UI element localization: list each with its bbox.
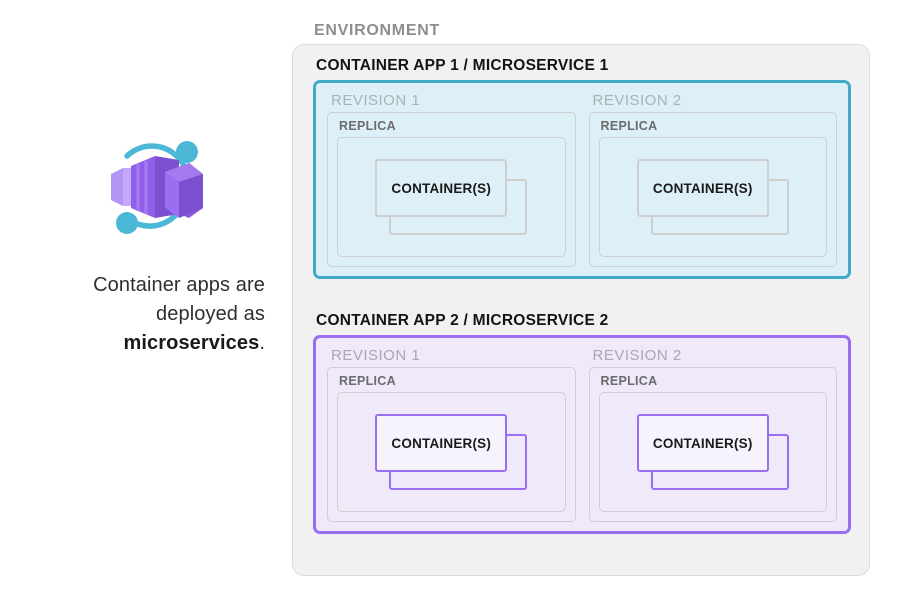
container-app-2-title: CONTAINER APP 2 / MICROSERVICE 2 (316, 312, 609, 329)
revision-list-app2: REVISION 1 REPLICA CONTAINER(S) (327, 347, 837, 522)
container-box-front: CONTAINER(S) (636, 159, 769, 217)
replica-label: REPLICA (339, 119, 396, 133)
container-app-1-title: CONTAINER APP 1 / MICROSERVICE 1 (316, 57, 609, 74)
revision-list-app1: REVISION 1 REPLICA CONTAINER(S) (327, 92, 837, 267)
container-label: CONTAINER(S) (391, 180, 492, 196)
environment-label: ENVIRONMENT (314, 22, 440, 39)
replica-label: REPLICA (339, 374, 396, 388)
caption-line-2: deployed as (156, 303, 265, 325)
replica-box: REPLICA CONTAINER(S) (327, 367, 576, 522)
replica-label: REPLICA (600, 374, 658, 388)
container-app-2-block: CONTAINER APP 2 / MICROSERVICE 2 REVISIO… (313, 312, 851, 534)
replica-inner-box: CONTAINER(S) (337, 392, 566, 512)
replica-inner-box: CONTAINER(S) (598, 137, 827, 257)
replica-label: REPLICA (600, 119, 658, 133)
container-app-2-body: REVISION 1 REPLICA CONTAINER(S) (313, 335, 851, 534)
environment-container: CONTAINER APP 1 / MICROSERVICE 1 REVISIO… (292, 44, 870, 576)
container-box-front: CONTAINER(S) (636, 414, 769, 472)
replica-inner-box: CONTAINER(S) (598, 392, 827, 512)
revision-2-app1: REVISION 2 REPLICA CONTAINER(S) (588, 92, 837, 267)
intro-panel: Container apps are deployed as microserv… (40, 130, 265, 358)
revision-label: REVISION 1 (331, 92, 421, 109)
replica-box: REPLICA CONTAINER(S) (327, 112, 576, 267)
container-box-front: CONTAINER(S) (375, 414, 508, 472)
caption-period: . (259, 332, 265, 354)
azure-container-apps-logo (93, 130, 213, 245)
container-apps-icon (110, 141, 203, 234)
revision-1-app1: REVISION 1 REPLICA CONTAINER(S) (327, 92, 576, 267)
replica-box: REPLICA CONTAINER(S) (588, 112, 837, 267)
revision-1-app2: REVISION 1 REPLICA CONTAINER(S) (327, 347, 576, 522)
revision-label: REVISION 2 (592, 347, 682, 364)
container-box-front: CONTAINER(S) (375, 159, 508, 217)
container-label: CONTAINER(S) (652, 435, 753, 451)
container-label: CONTAINER(S) (652, 180, 753, 196)
caption-emphasis: microservices (123, 332, 260, 354)
container-stack: CONTAINER(S) (375, 414, 528, 490)
revision-label: REVISION 1 (331, 347, 421, 364)
container-stack: CONTAINER(S) (636, 414, 789, 490)
container-label: CONTAINER(S) (391, 435, 492, 451)
revision-2-app2: REVISION 2 REPLICA CONTAINER(S) (588, 347, 837, 522)
replica-inner-box: CONTAINER(S) (337, 137, 566, 257)
container-app-1-body: REVISION 1 REPLICA CONTAINER(S) (313, 80, 851, 279)
container-stack: CONTAINER(S) (636, 159, 789, 235)
container-app-1-block: CONTAINER APP 1 / MICROSERVICE 1 REVISIO… (313, 57, 851, 279)
caption-line-1: Container apps are (93, 274, 265, 296)
container-stack: CONTAINER(S) (375, 159, 528, 235)
revision-label: REVISION 2 (592, 92, 682, 109)
replica-box: REPLICA CONTAINER(S) (588, 367, 837, 522)
caption-text: Container apps are deployed as microserv… (40, 271, 265, 358)
